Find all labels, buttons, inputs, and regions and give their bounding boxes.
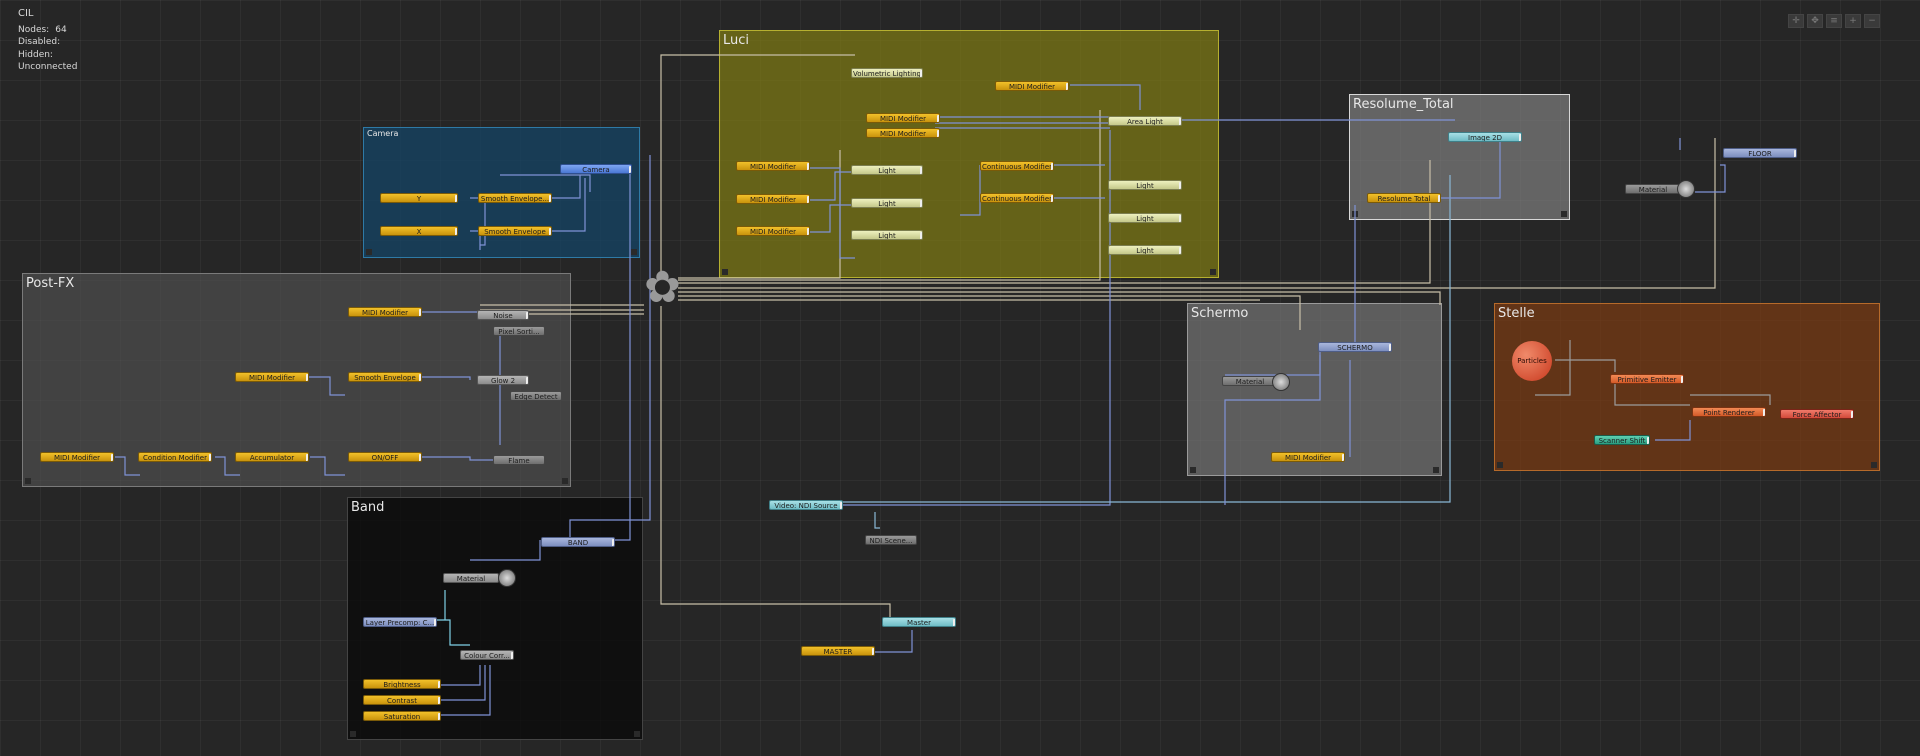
material-preview-icon — [498, 569, 516, 587]
node-image-2d[interactable]: Image 2D — [1448, 132, 1522, 142]
wire — [1695, 164, 1726, 193]
node-condition-modifier[interactable]: Condition Modifier — [138, 452, 212, 462]
group-title: Camera — [367, 129, 399, 138]
node-saturation[interactable]: Saturation — [363, 711, 441, 721]
node-ndi-scene[interactable]: NDI Scene... — [865, 535, 917, 545]
gear-icon[interactable]: ✿ — [644, 262, 681, 313]
node-edge-detect[interactable]: Edge Detect — [510, 391, 562, 401]
node-area-light[interactable]: Area Light — [1108, 116, 1182, 126]
material-preview-icon — [1272, 373, 1290, 391]
node-glow[interactable]: Glow 2 — [477, 375, 529, 385]
node-light[interactable]: Light — [851, 230, 923, 240]
group-title: Post-FX — [26, 276, 75, 291]
view-toolbar: ✛ ✥ ≡ + − — [1788, 14, 1880, 28]
node-smooth-envelope[interactable]: Smooth Envelope... — [478, 193, 552, 203]
group-title: Schermo — [1191, 306, 1249, 321]
node-material[interactable]: Material — [1222, 376, 1278, 386]
node-video-ndi-source[interactable]: Video: NDI Source — [769, 500, 843, 510]
zoom-out-icon[interactable]: − — [1864, 14, 1880, 28]
node-on-off[interactable]: ON/OFF — [348, 452, 422, 462]
node-midi-modifier[interactable]: MIDI Modifier — [736, 161, 810, 171]
node-smooth-envelope[interactable]: Smooth Envelope — [478, 226, 552, 236]
node-midi-modifier[interactable]: MIDI Modifier — [40, 452, 114, 462]
stat-nodes: Nodes:64 — [18, 24, 67, 35]
node-camera[interactable]: Camera — [560, 164, 632, 174]
node-midi-modifier[interactable]: MIDI Modifier — [866, 113, 940, 123]
material-preview-icon — [1677, 180, 1695, 198]
node-colour-correction[interactable]: Colour Corr... — [460, 650, 514, 660]
node-light[interactable]: Light — [851, 198, 923, 208]
node-scanner-shift[interactable]: Scanner Shift — [1594, 435, 1650, 445]
wire — [875, 630, 913, 653]
node-master[interactable]: Master — [882, 617, 956, 627]
project-title: CIL — [18, 8, 34, 19]
node-light[interactable]: Light — [1108, 180, 1182, 190]
group-title: Resolume_Total — [1353, 97, 1454, 112]
node-pixel-sorting[interactable]: Pixel Sorti... — [493, 326, 545, 336]
node-continuous-modifier[interactable]: Continuous Modifier — [980, 161, 1054, 171]
node-volumetric-lighting[interactable]: Volumetric Lighting — [851, 68, 923, 78]
node-primitive-emitter[interactable]: Primitive Emitter — [1610, 374, 1684, 384]
node-band[interactable]: BAND — [541, 537, 615, 547]
node-schermo[interactable]: SCHERMO — [1318, 342, 1392, 352]
group-schermo[interactable]: Schermo — [1187, 303, 1442, 476]
node-force-affector[interactable]: Force Affector — [1780, 409, 1854, 419]
node-midi-modifier[interactable]: MIDI Modifier — [235, 372, 309, 382]
node-x[interactable]: X — [380, 226, 458, 236]
wire — [660, 306, 891, 622]
node-midi-modifier[interactable]: MIDI Modifier — [866, 128, 940, 138]
group-stelle[interactable]: Stelle — [1494, 303, 1880, 471]
node-resolume-total[interactable]: Resolume Total — [1367, 193, 1441, 203]
graph-stats: CIL Nodes:64 Disabled: Hidden: Unconnect… — [18, 8, 77, 74]
node-midi-modifier[interactable]: MIDI Modifier — [736, 194, 810, 204]
group-title: Luci — [723, 33, 750, 48]
node-midi-modifier[interactable]: MIDI Modifier — [995, 81, 1069, 91]
node-layer-precomp[interactable]: Layer Precomp: C... — [363, 617, 437, 627]
node-light[interactable]: Light — [851, 165, 923, 175]
zoom-in-icon[interactable]: + — [1845, 14, 1861, 28]
group-title: Stelle — [1498, 306, 1535, 321]
node-master-input[interactable]: MASTER — [801, 646, 875, 656]
wire — [874, 512, 880, 529]
node-floor[interactable]: FLOOR — [1723, 148, 1797, 158]
node-light[interactable]: Light — [1108, 245, 1182, 255]
node-contrast[interactable]: Contrast — [363, 695, 441, 705]
node-particles-sphere[interactable]: Particles — [1512, 341, 1552, 381]
node-flame[interactable]: Flame — [493, 455, 545, 465]
node-accumulator[interactable]: Accumulator — [235, 452, 309, 462]
node-midi-modifier[interactable]: MIDI Modifier — [1271, 452, 1345, 462]
node-point-renderer[interactable]: Point Renderer — [1692, 407, 1766, 417]
stat-disabled: Disabled: — [18, 37, 61, 47]
node-continuous-modifier[interactable]: Continuous Modifier — [980, 193, 1054, 203]
node-midi-modifier[interactable]: MIDI Modifier — [348, 307, 422, 317]
stat-unconnected: Unconnected — [18, 62, 78, 72]
node-material[interactable]: Material — [443, 573, 499, 583]
node-material[interactable]: Material — [1625, 184, 1681, 194]
node-light[interactable]: Light — [1108, 213, 1182, 223]
node-noise[interactable]: Noise — [477, 310, 529, 320]
node-smooth-envelope[interactable]: Smooth Envelope — [348, 372, 422, 382]
align-icon[interactable]: ≡ — [1826, 14, 1842, 28]
group-luci[interactable]: Luci — [719, 30, 1219, 278]
node-brightness[interactable]: Brightness — [363, 679, 441, 689]
group-title: Band — [351, 500, 385, 515]
fit-icon[interactable]: ✛ — [1788, 14, 1804, 28]
node-midi-modifier[interactable]: MIDI Modifier — [736, 226, 810, 236]
node-y[interactable]: Y — [380, 193, 458, 203]
expand-icon[interactable]: ✥ — [1807, 14, 1823, 28]
stat-hidden: Hidden: — [18, 49, 53, 60]
